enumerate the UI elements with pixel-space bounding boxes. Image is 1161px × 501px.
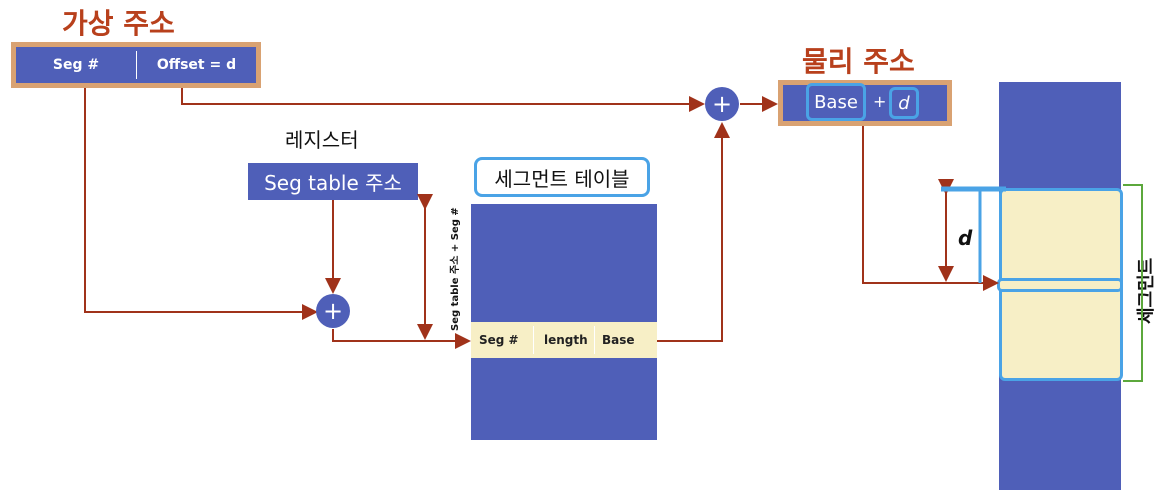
base-to-memory-arrow — [862, 126, 999, 291]
offset-arrow — [181, 88, 705, 112]
d-field: d — [889, 87, 919, 119]
register-title: 레지스터 — [285, 128, 359, 152]
physical-address-box: Base + d — [778, 80, 952, 126]
physical-address-title: 물리 주소 — [802, 45, 915, 78]
segment-table-row: Seg # length Base — [471, 322, 657, 358]
table-lookup-arrow — [332, 329, 471, 349]
segment-bracket — [1123, 184, 1143, 382]
row-length: length — [544, 333, 588, 347]
d-label: d — [958, 226, 973, 250]
register-box: Seg table 주소 — [248, 163, 418, 200]
seg-number-field: Seg # — [52, 57, 100, 73]
svg-text:+: + — [712, 90, 732, 118]
segment-table-title: 세그먼트 테이블 — [474, 157, 650, 197]
svg-text:+: + — [323, 297, 343, 325]
offset-field: Offset = d — [156, 57, 237, 73]
row-seg-number: Seg # — [479, 333, 519, 347]
first-adder: + — [316, 294, 350, 328]
row-base: Base — [602, 333, 635, 347]
seg-number-arrow — [84, 88, 318, 320]
virtual-address-box: Seg # Offset = d — [11, 42, 261, 88]
base-arrow — [657, 122, 730, 342]
virtual-address-title: 가상 주소 — [62, 7, 175, 40]
base-field: Base — [806, 83, 866, 121]
plus-sign: + — [873, 92, 887, 111]
second-adder: + — [705, 87, 739, 121]
